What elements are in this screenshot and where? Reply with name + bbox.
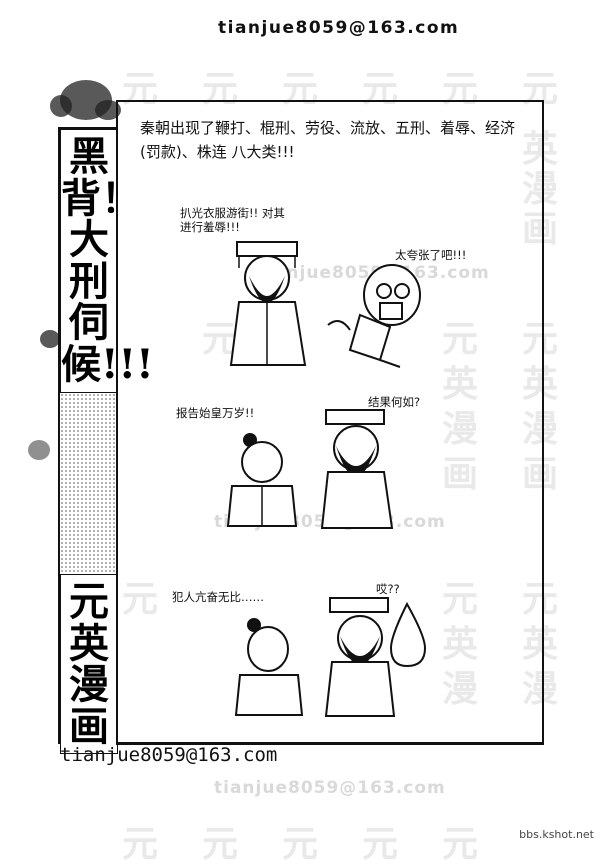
- watermark-char: 元: [202, 823, 239, 865]
- speech-bubble: 哎??: [376, 582, 400, 596]
- footer-email: tianjue8059@163.com: [60, 744, 278, 766]
- emperor-figure: [229, 241, 307, 366]
- official-figure: [226, 433, 298, 527]
- speech-bubble: 扒光衣服游街!! 对其进行羞辱!!!: [180, 206, 285, 235]
- speech-bubble: 太夸张了吧!!!: [395, 248, 467, 262]
- watermark-email: tianjue8059@163.com: [214, 778, 446, 798]
- comic-frame: [116, 100, 544, 745]
- watermark-char: 元: [122, 823, 159, 865]
- watermark-char: 元: [282, 823, 319, 865]
- emperor-figure: [320, 409, 394, 529]
- official-figure: [234, 618, 304, 716]
- emperor-figure: [324, 597, 396, 717]
- header-email: tianjue8059@163.com: [218, 18, 460, 38]
- site-watermark: bbs.kshot.net: [519, 828, 594, 841]
- watermark-char: 元: [362, 823, 399, 865]
- publisher-name: 元英漫画: [60, 574, 118, 755]
- comic-title: 黑背！大刑伺候!!!: [60, 129, 154, 393]
- sweat-drop-icon: [389, 601, 427, 668]
- comic-caption: 秦朝出现了鞭打、棍刑、劳役、流放、五刑、着辱、经济(罚款)、株连 八大类!!!: [140, 119, 516, 161]
- sidebar-title-banner: 黑背！大刑伺候!!! 元英漫画: [58, 127, 154, 755]
- speech-bubble: 报告始皇万岁!!: [176, 406, 255, 420]
- watermark-char: 元: [442, 823, 479, 865]
- shocked-character-figure: [327, 264, 421, 368]
- speech-bubble: 结果何如?: [368, 395, 421, 409]
- speech-bubble: 犯人亢奋无比……: [172, 590, 264, 604]
